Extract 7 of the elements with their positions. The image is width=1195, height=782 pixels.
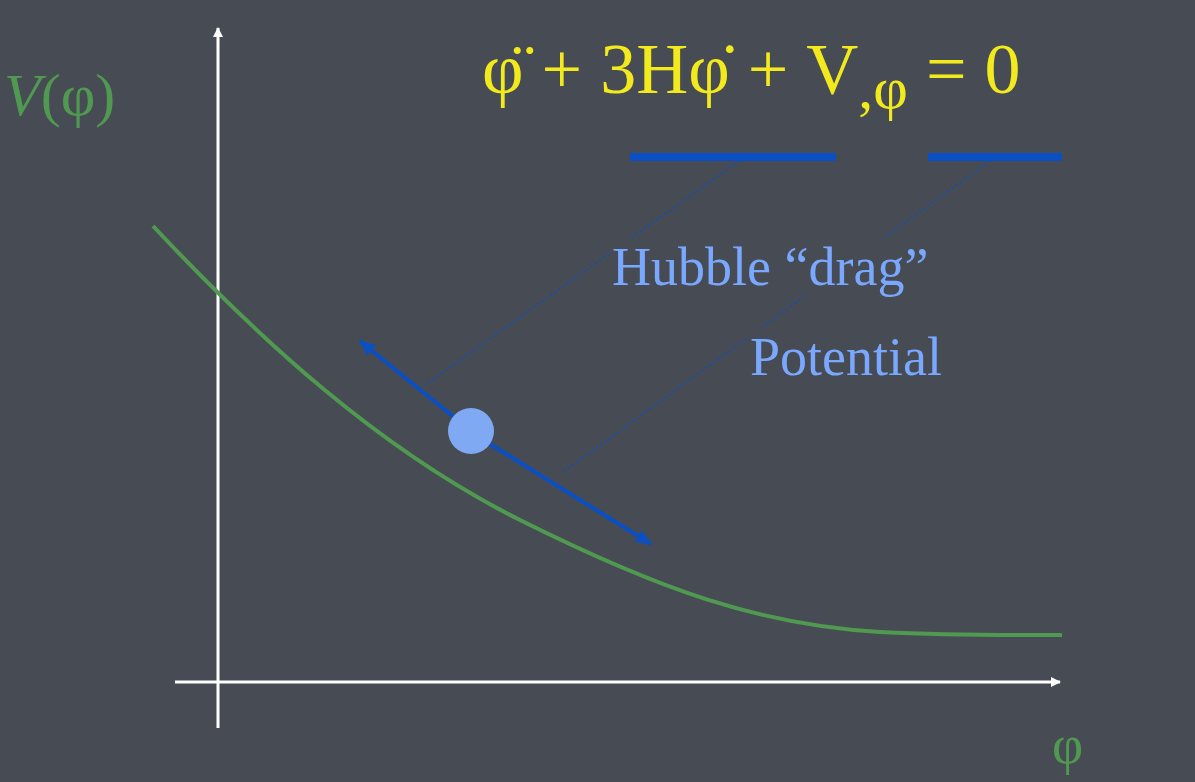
equation: φ̈ + 3Hφ̇ + V$_{,φ}$ = 0 xyxy=(482,30,1021,122)
axis-label: φ xyxy=(1052,716,1084,776)
underline-bar xyxy=(928,153,1062,161)
ball xyxy=(448,408,494,454)
leader-line xyxy=(424,160,740,386)
axis-label: V(φ) xyxy=(4,62,116,128)
underline-bar xyxy=(630,153,836,161)
